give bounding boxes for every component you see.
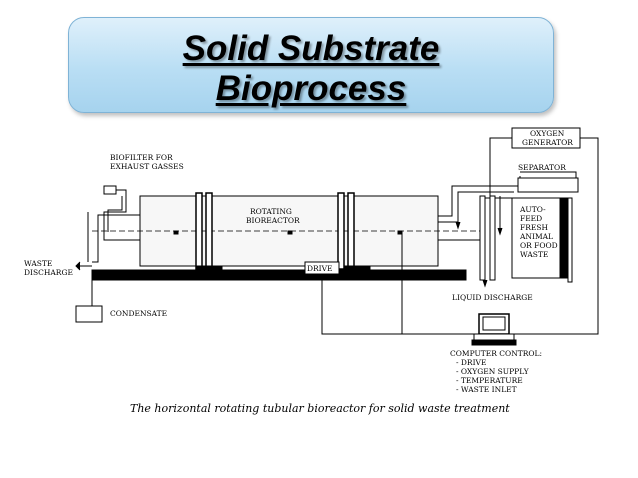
bioreactor-label-2: BIOREACTOR <box>246 216 300 225</box>
computer-control-item-oxygen: - OXYGEN SUPPLY <box>456 367 530 376</box>
oxygen-label-1: OXYGEN <box>530 129 565 138</box>
support-block-1 <box>195 265 223 277</box>
computer-control-item-temperature: - TEMPERATURE <box>456 376 523 385</box>
feed-label-4: ANIMAL <box>519 232 553 241</box>
condensate-tank <box>75 305 103 323</box>
ring-2 <box>337 192 345 270</box>
biofilter-label-2: EXHAUST GASSES <box>110 162 184 171</box>
condensate-label: CONDENSATE <box>110 309 167 318</box>
feed-label-2: FEED <box>520 214 542 223</box>
separator-box <box>517 177 579 193</box>
support-block-2 <box>343 265 371 277</box>
liquid-discharge-label: LIQUID DISCHARGE <box>452 293 533 302</box>
feed-label-5: OR FOOD <box>520 241 558 250</box>
title-banner: Solid Substrate Bioprocess <box>68 17 554 113</box>
ring-1 <box>195 192 203 270</box>
title-line-1: Solid Substrate <box>182 29 440 68</box>
computer-control-item-drive: - DRIVE <box>456 358 486 367</box>
separator-label: SEPARATOR <box>518 163 566 172</box>
title-line-2: Bioprocess <box>215 69 407 108</box>
feed-label-1: AUTO- <box>519 205 546 214</box>
biofilter-label-1: BIOFILTER FOR <box>110 153 173 162</box>
bioreactor-label-1: ROTATING <box>250 207 292 216</box>
base-platform <box>91 269 467 281</box>
diagram-caption: The horizontal rotating tubular bioreact… <box>130 402 510 415</box>
computer-control-item-waste-inlet: - WASTE INLET <box>456 385 517 394</box>
feed-label-6: WASTE <box>520 250 548 259</box>
drive-label: DRIVE <box>307 264 333 273</box>
feed-label-3: FRESH <box>520 223 548 232</box>
waste-discharge-label-1: WASTE <box>24 259 52 268</box>
oxygen-label-2: GENERATOR <box>522 138 573 147</box>
waste-discharge-label-2: DISCHARGE <box>24 268 73 277</box>
computer-control-label: COMPUTER CONTROL: <box>450 349 542 358</box>
